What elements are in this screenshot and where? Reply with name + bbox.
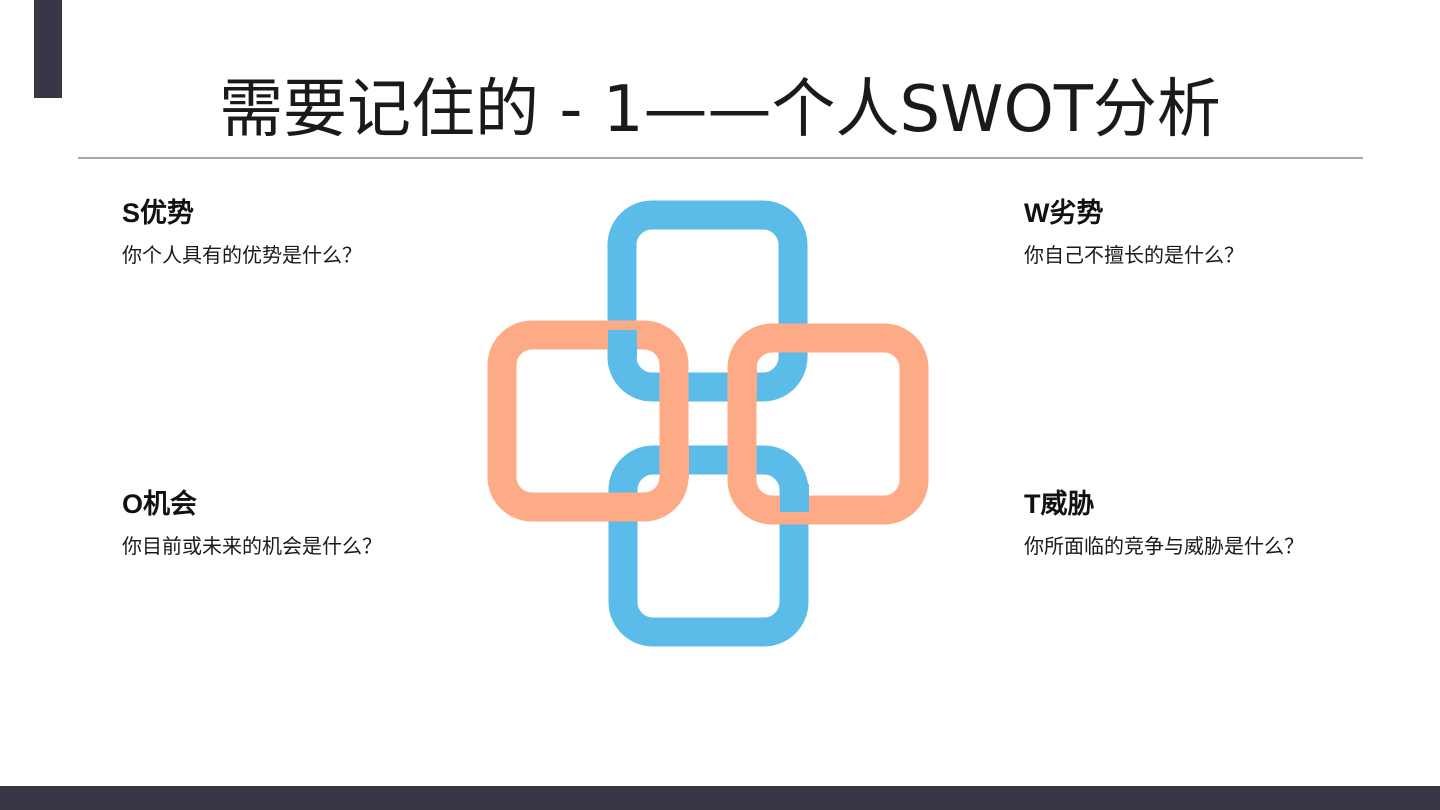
corner-accent-bar bbox=[34, 0, 62, 98]
weaknesses-heading: W劣势 bbox=[1024, 198, 1104, 228]
weave-patch-orange-ur bbox=[728, 360, 757, 394]
link-left-orange bbox=[487, 320, 689, 522]
swot-weaknesses: W劣势 你自己不擅长的是什么？ bbox=[1024, 197, 1344, 273]
weaknesses-question: 你自己不擅长的是什么？ bbox=[1024, 243, 1244, 267]
slide-title: 需要记住的 - 1——个人SWOT分析 bbox=[219, 73, 1221, 147]
link-top-blue bbox=[607, 200, 808, 402]
threats-heading: T威胁 bbox=[1024, 489, 1095, 519]
opportunities-heading: O机会 bbox=[122, 489, 198, 519]
weave-patch-blue-ul bbox=[608, 330, 637, 358]
swot-threats: T威胁 你所面临的竞争与威胁是什么？ bbox=[1024, 488, 1316, 564]
link-bottom-blue bbox=[608, 445, 809, 647]
weave-patch-orange-ll bbox=[660, 445, 689, 479]
threats-question: 你所面临的竞争与威胁是什么？ bbox=[1024, 534, 1304, 558]
opportunities-question: 你目前或未来的机会是什么？ bbox=[122, 534, 382, 558]
strengths-heading: S优势 bbox=[122, 198, 195, 228]
swot-strengths: S优势 你个人具有的优势是什么？ bbox=[122, 197, 442, 273]
link-right-orange bbox=[727, 323, 929, 525]
interlocking-links-graphic bbox=[487, 200, 929, 647]
strengths-question: 你个人具有的优势是什么？ bbox=[122, 243, 362, 267]
swot-opportunities: O机会 你目前或未来的机会是什么？ bbox=[122, 488, 414, 564]
weave-patch-blue-lr bbox=[780, 484, 809, 512]
footer-bar bbox=[0, 786, 1440, 810]
title-divider bbox=[78, 157, 1363, 159]
